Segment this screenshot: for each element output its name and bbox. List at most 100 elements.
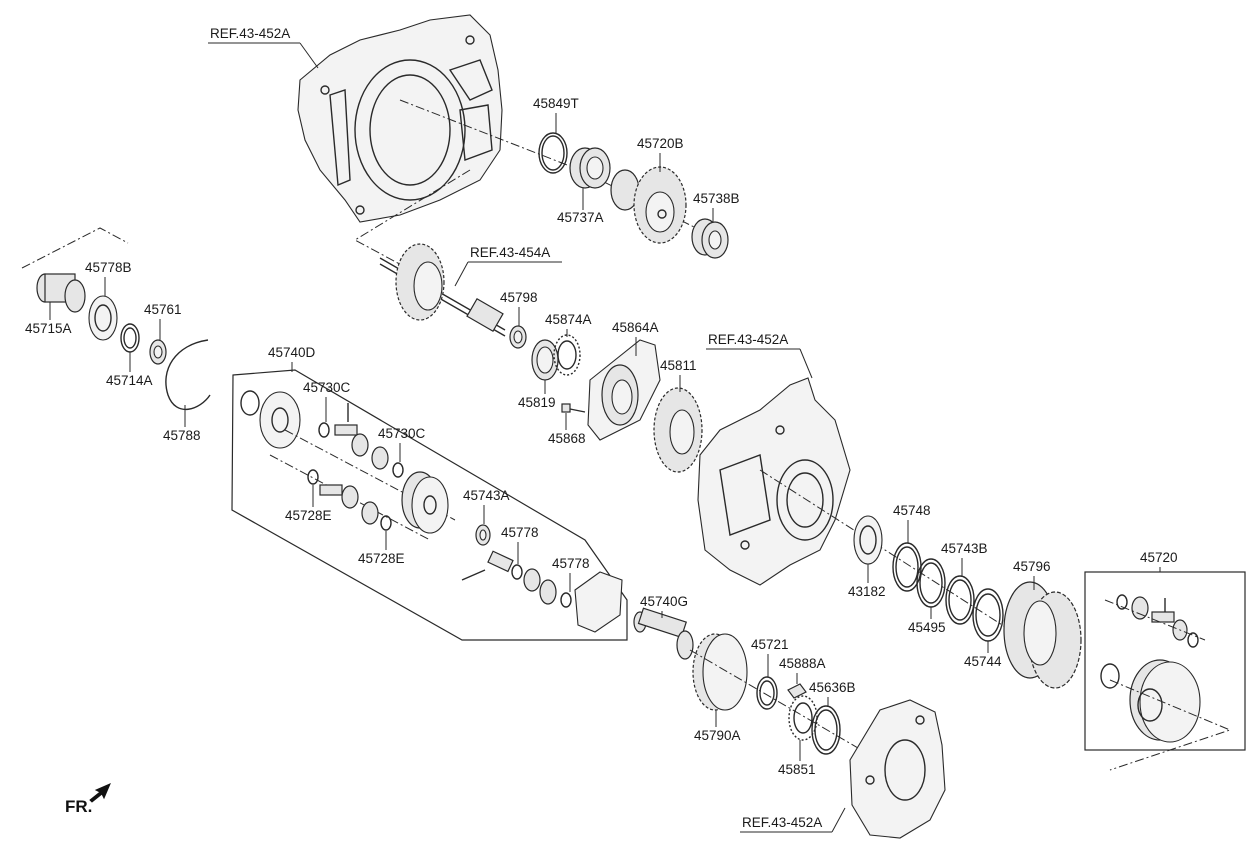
label-43182: 43182 (848, 564, 886, 599)
svg-text:45744: 45744 (964, 654, 1002, 669)
label-45740G: 45740G (640, 594, 688, 618)
svg-text:45738B: 45738B (693, 191, 740, 206)
transmission-housing-top (297, 14, 503, 223)
axis-line-left (21, 227, 129, 269)
part-45790A-ring-gear (692, 633, 748, 711)
svg-text:45636B: 45636B (809, 680, 856, 695)
label-45715A: 45715A (25, 302, 72, 336)
part-45743A-washer (475, 524, 491, 546)
part-45714A-ring (120, 323, 140, 353)
svg-text:45495: 45495 (908, 620, 946, 635)
label-45849T: 45849T (533, 96, 579, 133)
label-45730C-a: 45730C (303, 380, 351, 422)
part-45849T-snap-ring (538, 132, 568, 174)
part-45743B-ring (945, 575, 975, 625)
label-45748: 45748 (893, 503, 931, 543)
label-45851: 45851 (778, 740, 816, 777)
part-45761-washer (149, 339, 167, 365)
svg-text:45730C: 45730C (378, 426, 426, 441)
part-45720-assembly (1100, 594, 1232, 771)
planet-pinions-lower (307, 469, 392, 531)
label-45740D: 45740D (268, 345, 316, 372)
svg-text:45761: 45761 (144, 302, 182, 317)
part-45864A-cover (587, 339, 661, 441)
transmission-housing-right (697, 377, 851, 586)
svg-text:43182: 43182 (848, 584, 886, 599)
ref-label-bottom-cover: REF.43-452A (740, 807, 846, 833)
svg-text:45728E: 45728E (285, 508, 332, 523)
label-45868: 45868 (548, 413, 586, 446)
label-45761: 45761 (144, 302, 182, 340)
label-45788: 45788 (163, 405, 201, 443)
svg-text:45743B: 45743B (941, 541, 988, 556)
label-45636B: 45636B (809, 680, 856, 706)
part-43182-plate (853, 515, 883, 565)
label-45811: 45811 (660, 358, 697, 392)
label-45737A: 45737A (557, 188, 604, 225)
label-45778B: 45778B (85, 260, 132, 296)
svg-text:45798: 45798 (500, 290, 538, 305)
part-45796-drum (1003, 581, 1082, 689)
svg-text:45740G: 45740G (640, 594, 688, 609)
label-45874A: 45874A (545, 312, 592, 337)
svg-text:45874A: 45874A (545, 312, 592, 327)
svg-text:45788: 45788 (163, 428, 201, 443)
label-45728E-a: 45728E (285, 485, 332, 523)
label-45778-a: 45778 (501, 525, 539, 564)
svg-text:45868: 45868 (548, 431, 586, 446)
assembly-box-45740D (231, 369, 628, 641)
svg-text:45720B: 45720B (637, 136, 684, 151)
svg-text:45811: 45811 (660, 358, 697, 373)
part-45778B-plate (88, 295, 118, 341)
part-45740G-shaft (633, 607, 694, 660)
svg-text:45819: 45819 (518, 395, 556, 410)
label-45720B: 45720B (637, 136, 684, 172)
assembly-box-45720 (1084, 571, 1246, 751)
axis-line-right (759, 469, 1011, 631)
label-45721: 45721 (751, 637, 789, 677)
svg-text:45740D: 45740D (268, 345, 316, 360)
label-45744: 45744 (964, 641, 1002, 669)
axis-line-bottom (689, 649, 871, 756)
part-45868-bolt (561, 403, 586, 413)
front-arrow-icon (89, 783, 111, 803)
svg-text:45714A: 45714A (106, 373, 153, 388)
svg-text:45728E: 45728E (358, 551, 405, 566)
part-45715A-shaft (36, 273, 86, 313)
planet-carrier-hub (401, 471, 449, 534)
part-45737A-bearing (569, 147, 611, 189)
part-45778-pinion-set (461, 550, 623, 633)
label-45730C-b: 45730C (378, 426, 426, 462)
svg-text:REF.43-452A: REF.43-452A (742, 815, 822, 830)
label-45778-b: 45778 (552, 556, 590, 592)
ref-label-top: REF.43-452A (208, 26, 319, 69)
part-45720B-gear (610, 166, 687, 244)
label-45743B: 45743B (941, 541, 988, 576)
part-45811-gear (653, 387, 703, 473)
svg-text:45748: 45748 (893, 503, 931, 518)
svg-text:45851: 45851 (778, 762, 816, 777)
svg-text:45888A: 45888A (779, 656, 826, 671)
label-45798: 45798 (500, 290, 538, 326)
svg-text:45864A: 45864A (612, 320, 659, 335)
label-45888A: 45888A (779, 656, 826, 684)
svg-text:FR.: FR. (65, 797, 92, 816)
label-45720: 45720 (1140, 550, 1178, 572)
svg-text:45715A: 45715A (25, 321, 72, 336)
ref-label-right-housing: REF.43-452A (706, 332, 813, 379)
svg-text:REF.43-452A: REF.43-452A (708, 332, 788, 347)
label-45738B: 45738B (693, 191, 740, 222)
front-direction-marker: FR. (65, 783, 111, 816)
svg-text:45796: 45796 (1013, 559, 1051, 574)
part-45888A-clip (787, 683, 807, 699)
label-45796: 45796 (1013, 559, 1051, 590)
label-45728E-b: 45728E (358, 531, 405, 566)
part-45740D-carrier (240, 390, 301, 449)
part-45788-snap-ring (165, 339, 211, 411)
svg-text:45778: 45778 (501, 525, 539, 540)
part-45636B-ring (811, 705, 841, 755)
part-45495-ring (916, 558, 946, 608)
part-45744-ring (972, 588, 1004, 642)
axis-line-top-2 (353, 169, 471, 276)
